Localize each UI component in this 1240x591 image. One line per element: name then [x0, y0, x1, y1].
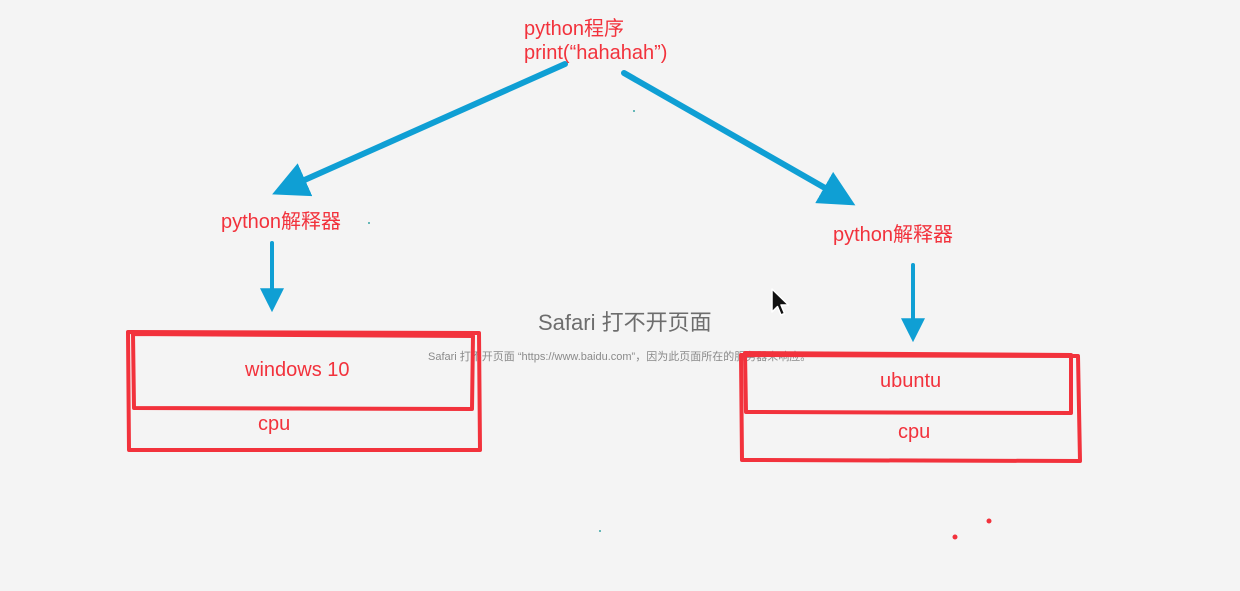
- stray-teal-dot: [633, 110, 635, 112]
- right-os-box: [743, 351, 1073, 415]
- program-code: print(“hahahah”): [524, 42, 668, 64]
- mouse-pointer-icon: [771, 288, 790, 316]
- right-interpreter-label: python解释器: [833, 224, 954, 246]
- left-cpu-label: cpu: [258, 413, 291, 435]
- program-title: python程序: [524, 18, 625, 40]
- stray-teal-dot: [599, 530, 601, 532]
- left-interpreter-label: python解释器: [221, 211, 342, 233]
- left-cpu-box: [126, 330, 482, 452]
- safari-error-title: Safari 打不开页面: [538, 310, 712, 335]
- safari-error-message: Safari 打不开页面 “https://www.baidu.com”，因为此…: [428, 351, 812, 363]
- left-os-box: [131, 332, 475, 411]
- right-cpu-label: cpu: [898, 421, 931, 443]
- left-os-label: windows 10: [245, 359, 350, 381]
- stray-teal-dot: [368, 222, 370, 224]
- arrow-to-right-interpreter: [621, 70, 856, 206]
- arrow-to-left-interpreter: [272, 61, 568, 197]
- stray-red-dot: [986, 518, 992, 524]
- stray-red-dot: [952, 534, 958, 540]
- right-os-label: ubuntu: [880, 370, 942, 392]
